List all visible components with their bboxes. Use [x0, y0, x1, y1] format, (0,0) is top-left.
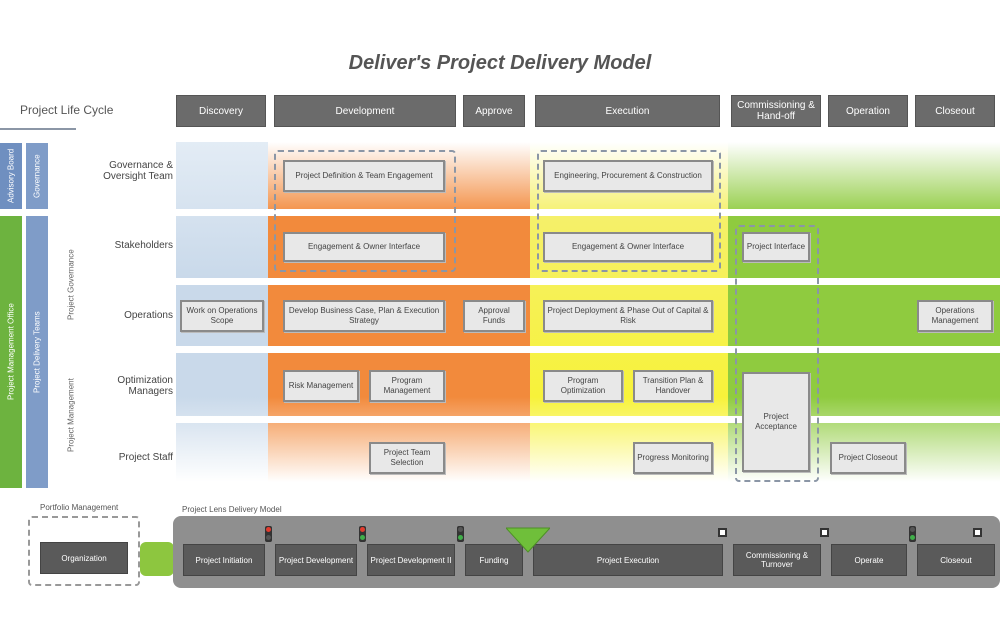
box-project-definition: Project Definition & Team Engagement [283, 160, 445, 192]
box-project-closeout: Project Closeout [830, 442, 906, 474]
vbar-governance: Governance [26, 143, 48, 209]
caption-delivery-model: Project Lens Delivery Model [182, 505, 282, 514]
lane-label-governance: Governance & Oversight Team [103, 160, 173, 182]
box-team-selection: Project Team Selection [369, 442, 445, 474]
phase-execution: Execution [535, 95, 720, 127]
lane-separator [176, 416, 1000, 423]
vbar-delivery-teams: Project Delivery Teams [26, 216, 48, 488]
box-approval-funds: Approval Funds [463, 300, 525, 332]
left-bracket-line [0, 128, 76, 130]
box-engagement-owner-2: Engagement & Owner Interface [543, 232, 713, 262]
step-operate: Operate [831, 544, 907, 576]
box-project-deployment: Project Deployment & Phase Out of Capita… [543, 300, 713, 332]
box-organization: Organization [40, 542, 128, 574]
box-epc: Engineering, Procurement & Construction [543, 160, 713, 192]
box-program-management: Program Management [369, 370, 445, 402]
lane-label-project-staff: Project Staff [118, 452, 173, 463]
step-project-execution: Project Execution [533, 544, 723, 576]
connector-shape [140, 542, 174, 576]
lane-label-operations: Operations [124, 310, 173, 321]
phase-commissioning: Commissioning & Hand-off [731, 95, 821, 127]
box-operations-scope: Work on Operations Scope [180, 300, 264, 332]
box-transition-plan: Transition Plan & Handover [633, 370, 713, 402]
gate-icon [718, 528, 727, 537]
lane-label-optimization: Optimization Managers [117, 375, 173, 397]
gate-icon [820, 528, 829, 537]
box-progress-monitoring: Progress Monitoring [633, 442, 713, 474]
phase-development: Development [274, 95, 456, 127]
box-program-optimization: Program Optimization [543, 370, 623, 402]
project-life-cycle-label: Project Life Cycle [20, 103, 114, 117]
lane-separator [176, 278, 1000, 285]
box-project-interface: Project Interface [742, 232, 810, 262]
vbar-pmo: Project Management Office [0, 216, 22, 488]
step-commissioning: Commissioning & Turnover [733, 544, 821, 576]
box-project-acceptance: Project Acceptance [742, 372, 810, 472]
vlabel-project-management: Project Management [66, 378, 76, 452]
traffic-light-icon [359, 526, 366, 542]
phase-approve: Approve [463, 95, 525, 127]
traffic-light-icon [265, 526, 272, 542]
box-engagement-owner-1: Engagement & Owner Interface [283, 232, 445, 262]
dashed-group-execution [537, 150, 721, 272]
step-project-development-2: Project Development II [367, 544, 455, 576]
dashed-portfolio-group [28, 516, 140, 586]
box-operations-management: Operations Management [917, 300, 993, 332]
phase-operation: Operation [828, 95, 908, 127]
vbar-advisory: Advisory Board [0, 143, 22, 209]
dashed-group-commissioning [735, 225, 819, 482]
step-funding: Funding [465, 544, 523, 576]
step-closeout: Closeout [917, 544, 995, 576]
vlabel-project-governance: Project Governance [66, 249, 76, 321]
lane-label-stakeholders: Stakeholders [114, 240, 173, 251]
lane-separator [176, 209, 1000, 216]
gate-icon [973, 528, 982, 537]
step-project-development: Project Development [275, 544, 357, 576]
box-business-case: Develop Business Case, Plan & Execution … [283, 300, 445, 332]
traffic-light-icon [909, 526, 916, 542]
dashed-group-development [274, 150, 456, 272]
phase-discovery: Discovery [176, 95, 266, 127]
caption-portfolio: Portfolio Management [40, 503, 119, 512]
funnel-icon [506, 527, 550, 553]
lane-separator [176, 346, 1000, 353]
diagram-title: Deliver's Project Delivery Model [348, 52, 652, 74]
step-project-initiation: Project Initiation [183, 544, 265, 576]
traffic-light-icon [457, 526, 464, 542]
phase-closeout: Closeout [915, 95, 995, 127]
box-risk-management: Risk Management [283, 370, 359, 402]
